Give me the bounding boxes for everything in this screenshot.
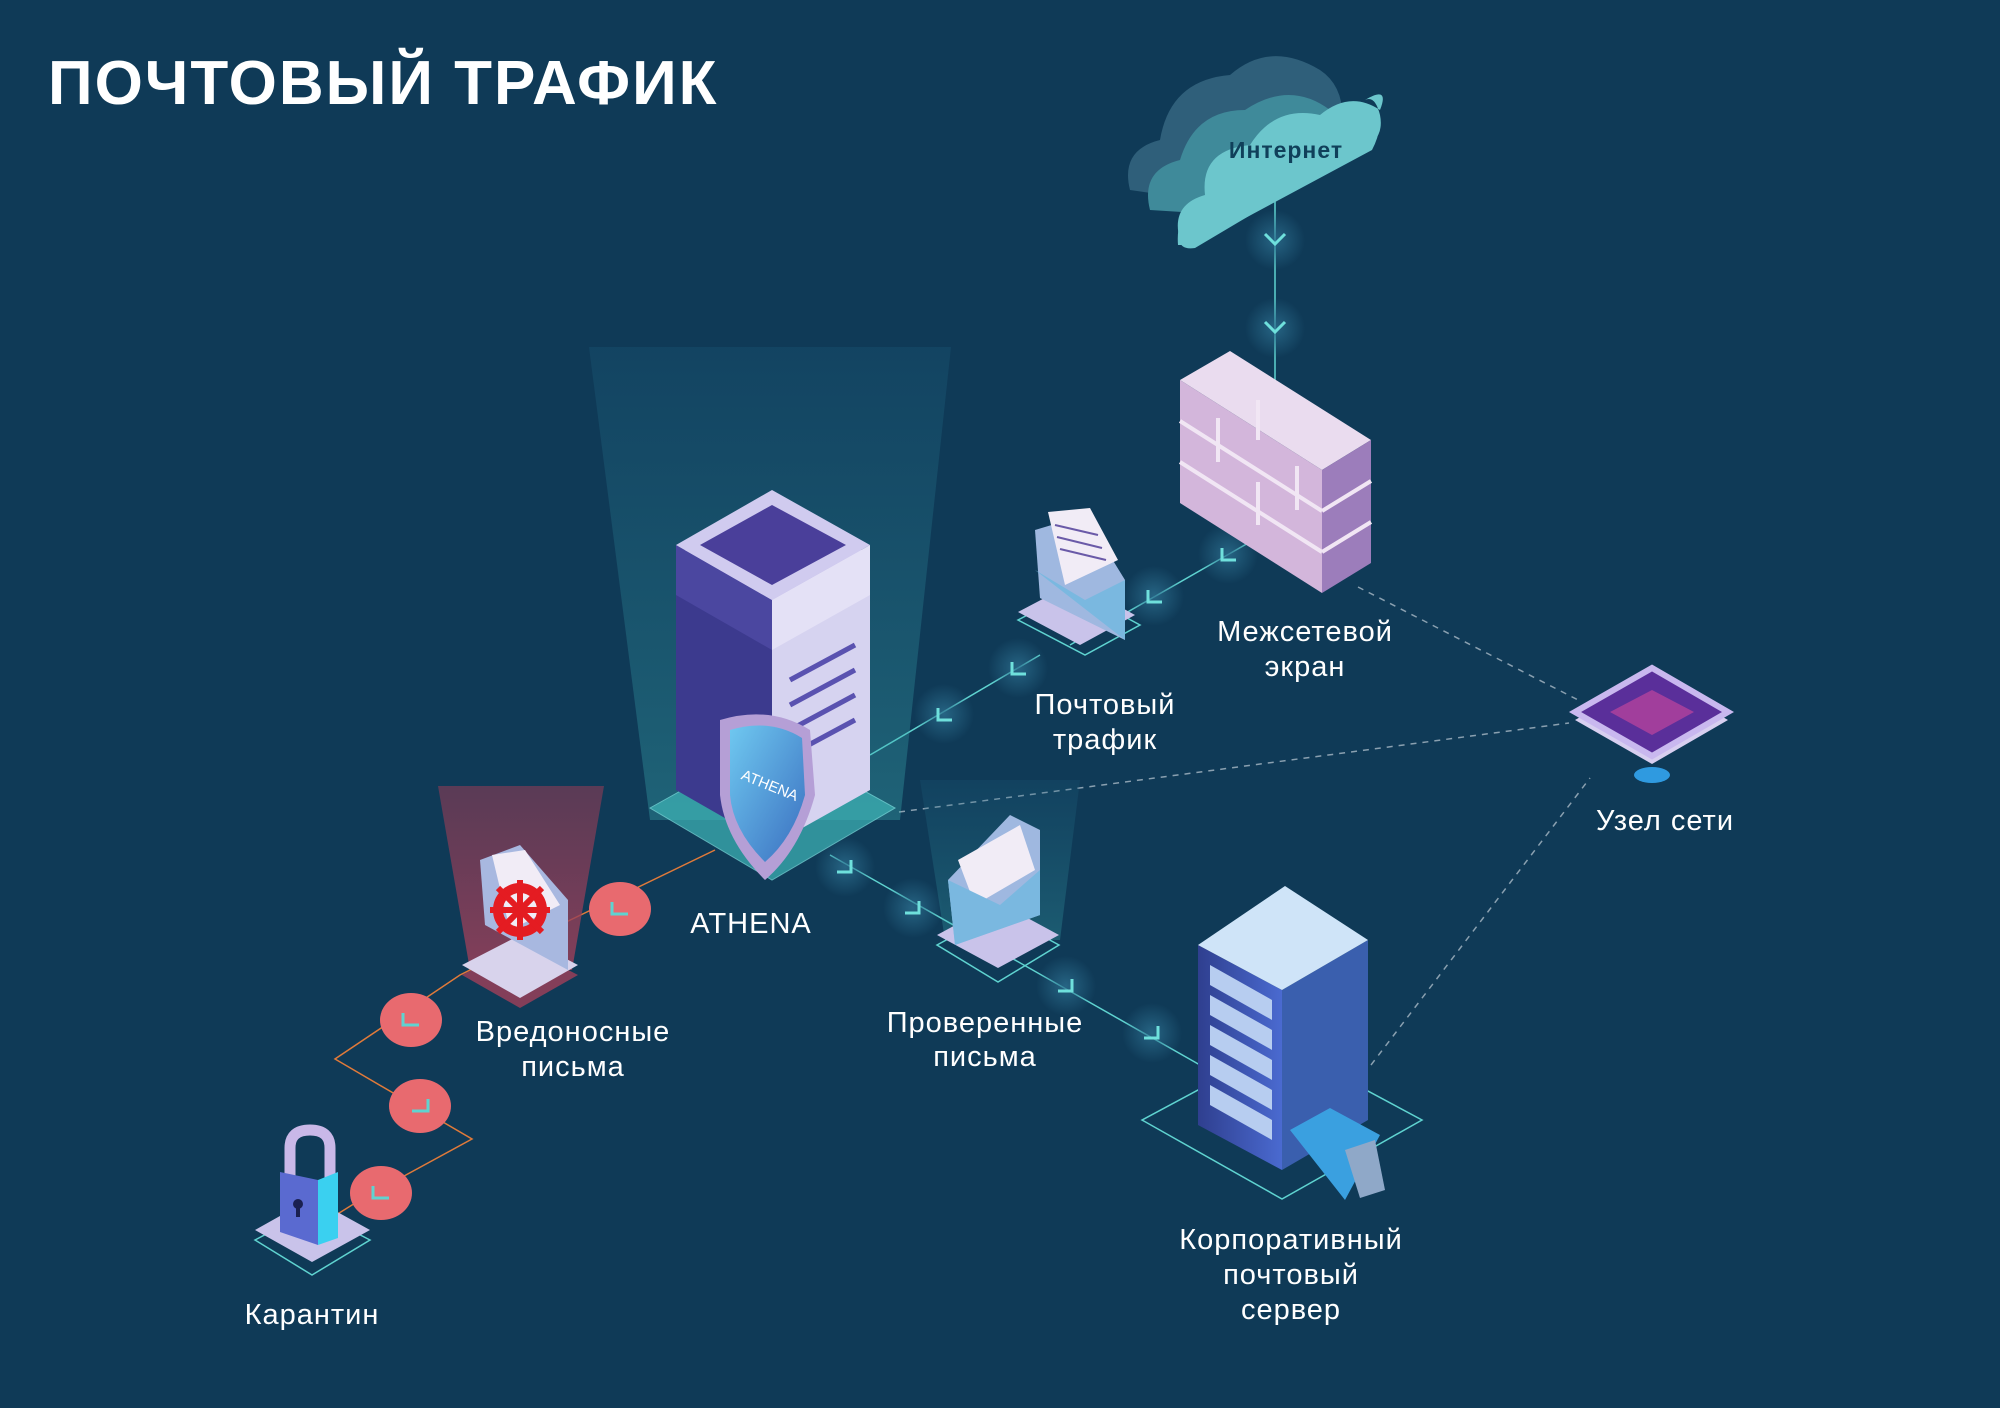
verified-label-line1: Проверенные — [887, 1007, 1084, 1039]
network-node-chip-icon — [1568, 664, 1734, 783]
arrow-marker — [1245, 210, 1305, 270]
malicious-arrow-marker — [589, 882, 651, 936]
arrow-marker — [815, 837, 875, 897]
arrow-marker — [883, 878, 943, 938]
arrow-marker — [1245, 298, 1305, 358]
quarantine-label: Карантин — [245, 1299, 380, 1331]
malicious-label-line1: Вредоносные — [476, 1016, 671, 1048]
malicious-arrow-marker — [350, 1166, 412, 1220]
quarantine-lock-icon — [253, 1124, 372, 1276]
arrow-marker — [988, 638, 1048, 698]
athena-label: ATHENA — [690, 908, 811, 940]
internet-label: Интернет — [1229, 137, 1343, 163]
firewall-icon — [1178, 351, 1373, 593]
arrow-marker — [1036, 956, 1096, 1016]
verified-envelope-icon — [920, 780, 1080, 983]
malicious-flow-markers — [350, 882, 651, 1220]
corporate-server-label-line1: Корпоративный — [1179, 1224, 1403, 1256]
corporate-server-icon — [1140, 886, 1424, 1200]
arrow-marker — [1122, 1003, 1182, 1063]
athena-server-icon: ATHENA — [589, 347, 951, 881]
mail-traffic-label-line1: Почтовый — [1035, 689, 1176, 721]
firewall-label-line2: экран — [1265, 651, 1346, 683]
corporate-server-label-line3: сервер — [1241, 1294, 1341, 1326]
verified-label-line2: письма — [933, 1041, 1037, 1073]
corporate-server-label-line2: почтовый — [1223, 1259, 1359, 1291]
mail-traffic-label-line2: трафик — [1053, 724, 1157, 756]
page-title: ПОЧТОВЫЙ ТРАФИК — [48, 48, 719, 118]
malicious-arrow-marker — [389, 1079, 451, 1133]
arrow-marker — [914, 684, 974, 744]
arrow-marker — [1124, 566, 1184, 626]
malicious-arrow-marker — [380, 993, 442, 1047]
mail-traffic-envelope-icon — [1016, 508, 1142, 656]
link-server-node — [1370, 777, 1591, 1066]
firewall-label-line1: Межсетевой — [1217, 616, 1393, 648]
link-firewall-node — [1357, 586, 1583, 703]
malicious-label-line2: письма — [521, 1051, 625, 1083]
network-node-label: Узел сети — [1596, 805, 1734, 837]
malicious-envelope-icon — [438, 786, 604, 1008]
internet-cloud-icon — [1128, 56, 1383, 249]
